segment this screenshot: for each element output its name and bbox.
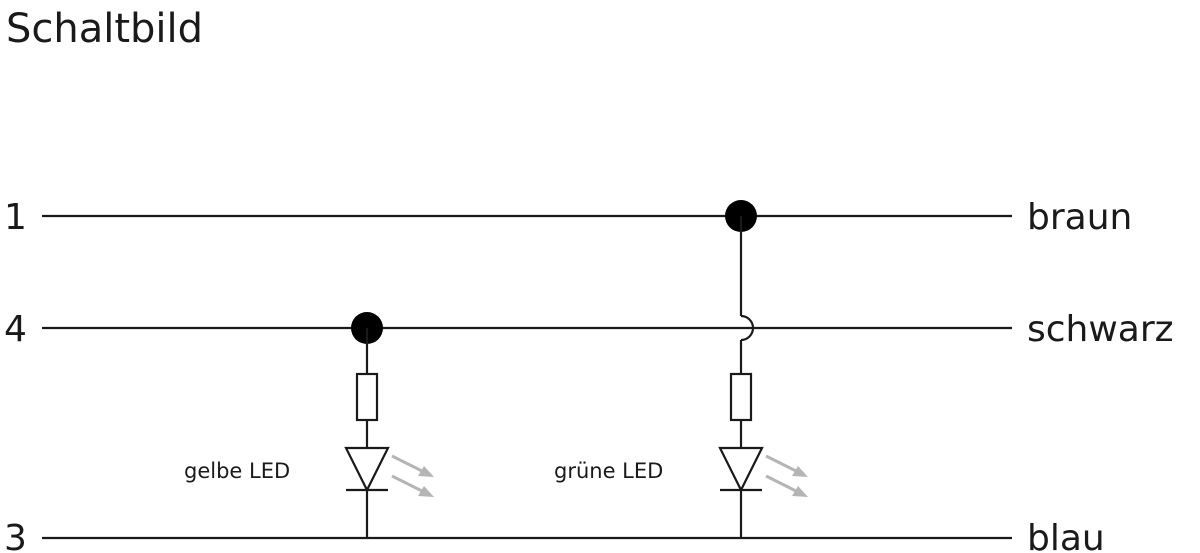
diagram-title: Schaltbild [6,6,203,52]
pin-1-label: 1 [4,197,27,238]
pin-3-label: 3 [4,518,27,553]
wire-color-braun: braun [1027,197,1132,238]
wire-color-blau: blau [1027,518,1105,553]
green-led-label: grüne LED [554,459,663,483]
crossover-hop [740,314,755,342]
led-diode [718,446,764,493]
resistor [355,372,379,422]
resistor [729,372,753,422]
yellow-led-branch: gelbe LED [184,312,434,538]
light-emission-icon [765,454,808,497]
green-led-branch: grüne LED [554,200,808,538]
pin-4-label: 4 [4,309,27,350]
led-diode [344,446,390,493]
light-emission-icon [391,454,434,497]
yellow-led-label: gelbe LED [184,459,290,483]
wire-color-schwarz: schwarz [1027,309,1174,350]
